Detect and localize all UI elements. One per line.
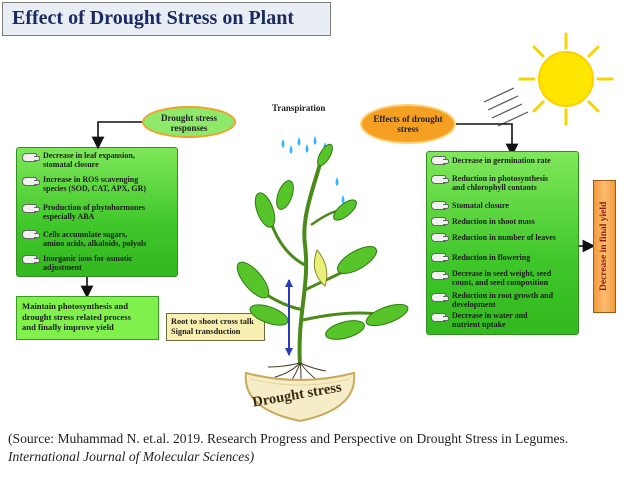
pointing-hand-icon xyxy=(431,271,449,280)
pointing-hand-icon xyxy=(431,217,449,226)
effect-item-4: Reduction in shoot mass xyxy=(452,217,535,226)
pointing-hand-icon xyxy=(431,253,449,262)
drought-soil-icon xyxy=(244,371,356,423)
pointing-hand-icon xyxy=(431,201,449,210)
effects-panel xyxy=(426,151,579,335)
sun-icon xyxy=(483,32,614,127)
effect-item-1: Decrease in germination rate xyxy=(452,156,551,165)
pointing-hand-icon xyxy=(431,293,449,302)
water-droplets-icon xyxy=(281,136,345,220)
pointing-hand-icon xyxy=(22,204,40,213)
effect-item-3: Stomatal closure xyxy=(452,201,509,210)
pointing-hand-icon xyxy=(22,153,40,162)
pointing-hand-icon xyxy=(22,255,40,264)
title-box xyxy=(2,2,331,36)
plant-illustration xyxy=(236,136,409,388)
page-title: Effect of Drought Stress on Plant xyxy=(12,7,295,29)
pointing-hand-icon xyxy=(431,233,449,242)
response-item-1: Decrease in leaf expansion,stomatal clos… xyxy=(43,151,135,169)
effects-list: Decrease in germination rate Reduction i… xyxy=(426,151,579,335)
source-citation: (Source: Muhammad N. et.al. 2019. Resear… xyxy=(8,431,569,464)
transpiration-label: Transpiration xyxy=(272,103,326,113)
response-item-4: Cells accumulate sugars,amino acids, alk… xyxy=(43,230,147,248)
final-yield-label: Decrease in final yield xyxy=(599,201,609,292)
pointing-hand-icon xyxy=(22,177,40,186)
pointing-hand-icon xyxy=(431,156,449,165)
pointing-hand-icon xyxy=(431,175,449,184)
effect-item-5: Reduction in number of leaves xyxy=(452,233,556,242)
responses-panel xyxy=(16,147,178,277)
effect-item-6: Reduction in flowering xyxy=(452,253,531,262)
final-yield-box xyxy=(593,180,616,313)
pointing-hand-icon xyxy=(22,230,40,239)
pointing-hand-icon xyxy=(431,313,449,322)
responses-list: Decrease in leaf expansion,stomatal clos… xyxy=(16,147,178,277)
